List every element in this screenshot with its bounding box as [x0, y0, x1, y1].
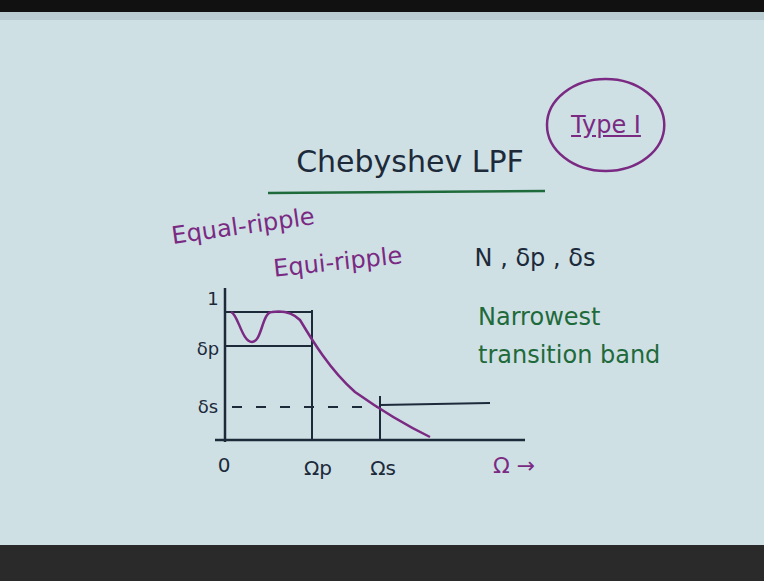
note: Narrowest transition band: [478, 298, 663, 375]
axis-tick: Ωs: [370, 456, 396, 480]
passband-bottom: [225, 345, 312, 347]
stopband-line: [380, 403, 490, 405]
stopband-dashed: [232, 406, 378, 408]
parameters: N , δp , δs: [475, 244, 596, 273]
board-edge: [0, 12, 764, 20]
circled-label: Type I: [545, 77, 666, 173]
ellipse: [547, 79, 664, 171]
axis-tick: Ωp: [304, 456, 332, 480]
response-curve: [231, 311, 430, 437]
x-axis: [215, 439, 525, 442]
top-frame: [0, 0, 764, 12]
bottom-frame: [0, 545, 764, 581]
axis-tick: δs: [198, 396, 218, 418]
passband-edge: [311, 310, 313, 440]
note: Equal-ripple: [170, 202, 317, 251]
node-text: Type I: [571, 111, 641, 139]
stopband-edge: [379, 396, 381, 440]
title: Chebyshev LPF: [296, 144, 524, 180]
note: Equi-ripple: [272, 241, 404, 283]
axis-tick: 0: [218, 453, 231, 477]
axis-label: Ω →: [493, 453, 535, 479]
axis-tick: δp: [197, 338, 219, 360]
axis-tick: 1: [207, 288, 218, 310]
title-underline: [268, 191, 545, 193]
